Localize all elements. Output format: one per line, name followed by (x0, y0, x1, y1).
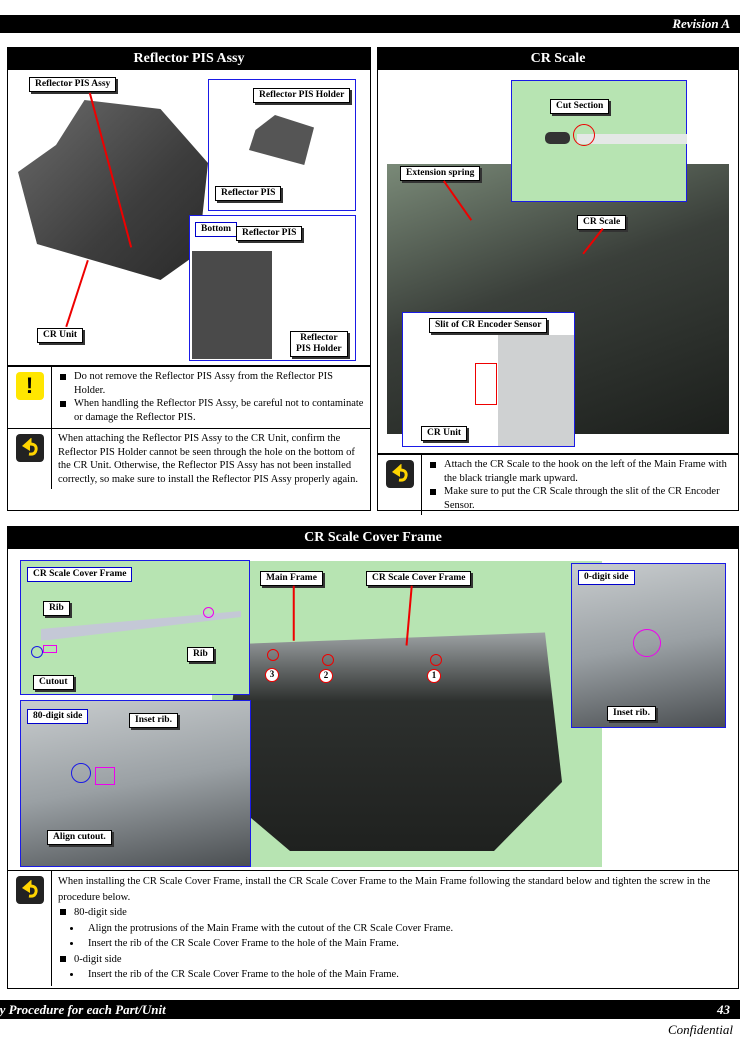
screw-number-2: 2 (319, 669, 333, 683)
caution-item: When handling the Reflector PIS Assy, be… (58, 397, 364, 424)
holder-drawing (249, 115, 314, 165)
slit-highlight (475, 363, 497, 405)
label-80-digit-side: 80-digit side (27, 709, 89, 724)
cover-frame-photo: Main Frame CR Scale Cover Frame 3 2 1 CR… (8, 549, 738, 871)
panel-title: CR Scale Cover Frame (8, 527, 738, 549)
footer-section-title: ly Procedure for each Part/Unit (0, 1002, 166, 1017)
panel-cr-scale: CR Scale Cut Section Extension spring CR… (377, 47, 739, 515)
reassembly-icon (385, 460, 414, 488)
step-item: Insert the rib of the CR Scale Cover Fra… (58, 967, 732, 983)
panel-title: CR Scale (378, 48, 738, 70)
label-reflector-pis-holder-bottom: Reflector PIS Holder (290, 331, 348, 357)
bottom-inset: Bottom Reflector PIS Reflector PIS Holde… (189, 215, 356, 361)
reassembly-note: When installing the CR Scale Cover Frame… (8, 871, 738, 986)
bottom-drawing (192, 251, 272, 359)
label-inset-rib-right: Inset rib. (607, 706, 656, 721)
caution-icon: ! (15, 372, 44, 400)
label-reflector-pis-assy: Reflector PIS Assy (29, 77, 117, 92)
label-0-digit-side: 0-digit side (578, 570, 635, 585)
caution-item: Do not remove the Reflector PIS Assy fro… (58, 370, 364, 397)
label-cr-unit-encoder: CR Unit (421, 426, 468, 441)
label-extension-spring: Extension spring (400, 166, 481, 181)
reflector-illustration: Reflector PIS Assy Reflector PIS Holder … (8, 70, 370, 366)
reassembly-item: Attach the CR Scale to the hook on the l… (428, 458, 732, 485)
header-bar: Revision A (0, 15, 740, 33)
scale-strip (577, 134, 687, 144)
screw-number-3: 3 (265, 668, 279, 682)
reassembly-icon (15, 876, 44, 904)
label-rib-right: Rib (187, 647, 214, 662)
label-inset-rib-left: Inset rib. (129, 713, 178, 728)
label-align-cutout: Align cutout. (47, 830, 112, 845)
cover-frame-inset: CR Scale Cover Frame Rib Rib Cutout (20, 560, 250, 695)
arrow (293, 585, 295, 641)
label-cr-scale-cover-frame-main: CR Scale Cover Frame (366, 571, 472, 586)
label-cr-scale-cover-frame-inset: CR Scale Cover Frame (27, 567, 133, 582)
cutout-circle (31, 646, 43, 658)
encoder-inset: Slit of CR Encoder Sensor CR Unit (402, 312, 575, 447)
rib-circle (203, 607, 214, 618)
step-item: Align the protrusions of the Main Frame … (58, 921, 732, 937)
align-circle (71, 763, 91, 783)
revision-label: Revision A (672, 16, 730, 31)
reassembly-intro: When installing the CR Scale Cover Frame… (58, 876, 711, 903)
reassembly-note: Attach the CR Scale to the hook on the l… (378, 454, 738, 515)
eighty-digit-inset: 80-digit side Inset rib. Align cutout. (20, 700, 251, 867)
label-reflector-pis: Reflector PIS (215, 186, 282, 201)
confidential-label: Confidential (668, 1022, 733, 1037)
holder-inset: Reflector PIS Holder Reflector PIS (208, 79, 356, 211)
label-main-frame: Main Frame (260, 571, 323, 586)
arrow (406, 585, 413, 646)
footer-bar: ly Procedure for each Part/Unit 43 (0, 1000, 740, 1019)
caution-note: ! Do not remove the Reflector PIS Assy f… (8, 366, 370, 428)
label-reflector-pis-bottom: Reflector PIS (236, 226, 303, 241)
label-slit-encoder: Slit of CR Encoder Sensor (429, 318, 548, 333)
reassembly-text: When attaching the Reflector PIS Assy to… (58, 433, 358, 485)
panel-reflector-pis-assy: Reflector PIS Assy Reflector PIS Assy Re… (7, 47, 371, 511)
side-heading-0: 0-digit side (58, 952, 732, 968)
cut-section-circle (573, 124, 595, 146)
screw-number-1: 1 (427, 669, 441, 683)
panel-cr-scale-cover-frame: CR Scale Cover Frame Main Frame CR Scale… (7, 526, 739, 989)
main-printer-photo: Main Frame CR Scale Cover Frame 3 2 1 (212, 561, 602, 867)
label-cr-unit: CR Unit (37, 328, 84, 343)
label-reflector-pis-holder: Reflector PIS Holder (253, 88, 351, 103)
cr-unit-drawing (18, 100, 208, 280)
cut-section-inset: Cut Section (511, 80, 687, 202)
label-rib-left: Rib (43, 601, 70, 616)
label-bottom: Bottom (195, 222, 238, 237)
screw-circle (267, 649, 279, 661)
reassembly-item: Make sure to put the CR Scale through th… (428, 485, 732, 512)
arrow (65, 259, 89, 327)
printer-body (222, 632, 562, 851)
inset-rib-highlight (95, 767, 115, 785)
zero-digit-inset: 0-digit side Inset rib. (571, 563, 726, 728)
step-item: Insert the rib of the CR Scale Cover Fra… (58, 936, 732, 952)
reassembly-icon (15, 434, 44, 462)
cr-scale-photo: Cut Section Extension spring CR Scale Sl… (378, 70, 738, 454)
encoder-drawing (498, 335, 574, 446)
side-heading-80: 80-digit side (58, 905, 732, 921)
page-number: 43 (717, 1002, 730, 1017)
screw-circle (322, 654, 334, 666)
inset-rib-circle (633, 629, 661, 657)
label-cut-section: Cut Section (550, 99, 610, 114)
label-cutout: Cutout (33, 675, 74, 690)
screw-circle (430, 654, 442, 666)
rib-highlight (43, 645, 57, 653)
reassembly-note: When attaching the Reflector PIS Assy to… (8, 428, 370, 489)
spring (545, 132, 570, 144)
panel-title: Reflector PIS Assy (8, 48, 370, 70)
